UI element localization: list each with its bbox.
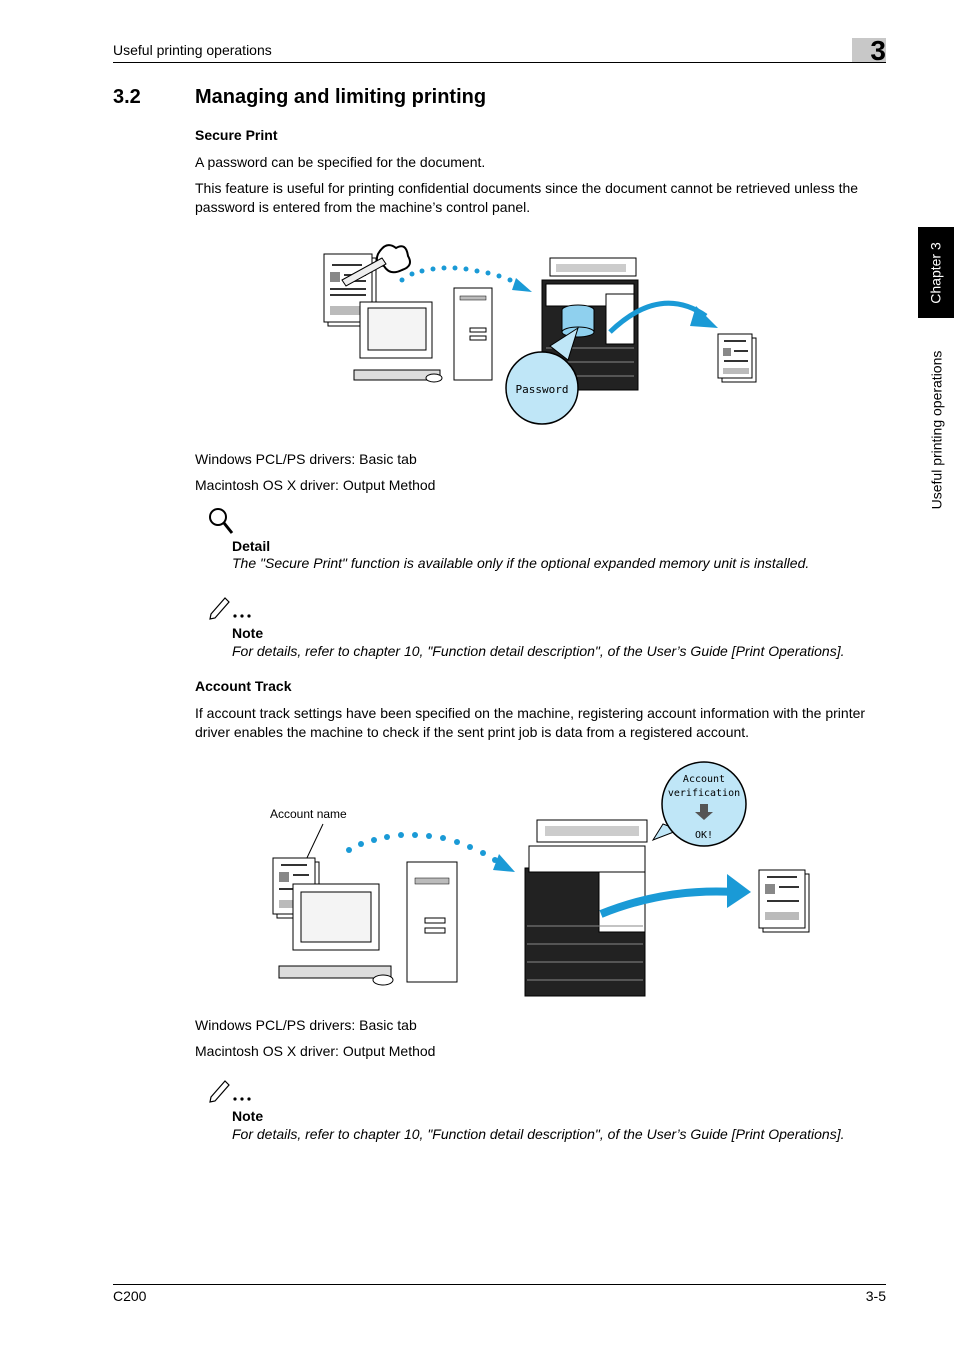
footer-page-number: 3-5 xyxy=(865,1288,886,1304)
side-chapter-label: Chapter 3 xyxy=(928,241,945,304)
output-arrow xyxy=(608,300,718,334)
chapter-number: 3 xyxy=(870,35,886,66)
password-bubble: Password xyxy=(505,326,579,425)
copier-icon xyxy=(524,819,648,997)
secure-print-heading: Secure Print xyxy=(195,127,278,143)
dotted-arrow xyxy=(346,832,515,872)
detail-text: The "Secure Print" function is available… xyxy=(232,555,810,571)
account-track-driver-windows: Windows PCL/PS drivers: Basic tab xyxy=(195,1017,417,1033)
side-chapter-tab-label-wrap: Chapter 3 xyxy=(918,227,954,318)
secure-print-diagram: Password xyxy=(323,244,757,425)
note-text: For details, refer to chapter 10, "Funct… xyxy=(232,1126,845,1142)
header-rule xyxy=(113,62,886,63)
note-text: For details, refer to chapter 10, "Funct… xyxy=(232,643,845,659)
account-track-diagram: Account name xyxy=(270,761,810,997)
dotted-arrow xyxy=(399,265,532,292)
account-track-driver-mac: Macintosh OS X driver: Output Method xyxy=(195,1043,436,1059)
copier-icon xyxy=(541,257,639,391)
account-name-callout: Account name xyxy=(270,807,347,821)
secure-print-para1: A password can be specified for the docu… xyxy=(195,154,486,170)
bubble-line3: OK! xyxy=(695,830,713,841)
note-label: Note xyxy=(232,1108,264,1124)
secure-print-driver-mac: Macintosh OS X driver: Output Method xyxy=(195,477,436,493)
output-document-icon xyxy=(758,869,810,933)
arrow-down-icon xyxy=(695,804,713,820)
note-label: Note xyxy=(232,625,264,641)
footer-rule xyxy=(113,1284,886,1285)
section-number: 3.2 xyxy=(113,86,141,108)
computer-icon xyxy=(353,287,493,383)
detail-label: Detail xyxy=(232,538,271,554)
key-icon xyxy=(341,244,411,287)
footer-model: C200 xyxy=(113,1288,147,1304)
running-header: Useful printing operations xyxy=(113,42,272,58)
secure-print-driver-windows: Windows PCL/PS drivers: Basic tab xyxy=(195,451,417,467)
pencil-icon xyxy=(209,1080,251,1103)
output-document-icon xyxy=(717,333,757,383)
account-track-para: If account track settings have been spec… xyxy=(195,705,866,740)
document-icon xyxy=(323,253,377,327)
side-section-label-wrap: Useful printing operations xyxy=(918,330,954,530)
bubble-line1: Account xyxy=(683,774,725,785)
account-track-heading: Account Track xyxy=(195,678,292,694)
magnifier-icon xyxy=(209,508,234,534)
verification-bubble: Account verification OK! xyxy=(651,761,747,847)
side-chapter-tab xyxy=(918,227,954,318)
side-section-label: Useful printing operations xyxy=(928,350,945,510)
bubble-line2: verification xyxy=(668,788,740,799)
chapter-number-box xyxy=(852,38,886,62)
section-title: Managing and limiting printing xyxy=(195,86,487,108)
secure-print-para2: This feature is useful for printing conf… xyxy=(195,180,859,215)
computer-icon xyxy=(278,861,458,986)
pencil-icon xyxy=(209,597,251,620)
password-label: Password xyxy=(516,383,569,396)
output-arrow xyxy=(599,874,751,918)
